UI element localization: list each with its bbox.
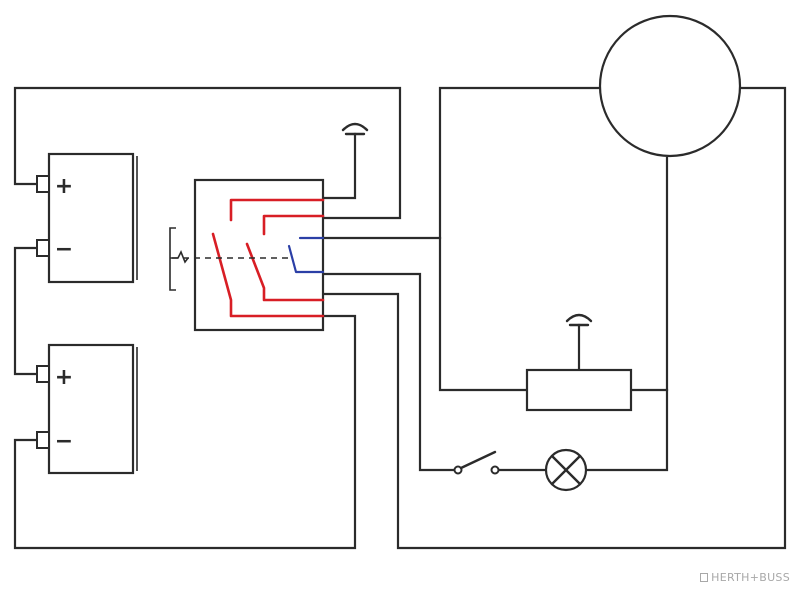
switch-contact-middle xyxy=(262,214,325,236)
battery-lower-minus-terminal xyxy=(36,431,50,449)
battery-upper: + − xyxy=(36,152,138,284)
battery-lower-plus-label: + xyxy=(55,365,73,390)
switch-actuator-bracket xyxy=(169,227,176,291)
wire-lower-battery-minus-to-switch xyxy=(13,314,357,550)
wire-upper-battery-plus-to-switch xyxy=(13,86,402,220)
brand-watermark-text: HERTH+BUSS xyxy=(711,571,790,584)
battery-lower: + − xyxy=(36,343,138,475)
ground-symbol-switch xyxy=(341,122,369,136)
changeover-switch xyxy=(172,178,325,332)
switch-contact-left-blade xyxy=(211,232,325,318)
switch-contact-secondary xyxy=(287,236,325,274)
switch-contact-right-blade xyxy=(245,242,325,302)
brand-watermark: HERTH+BUSS xyxy=(700,571,790,584)
wire-switch-to-relay xyxy=(321,86,787,550)
ground-symbol-relay xyxy=(565,313,593,327)
wire-relay-right-to-motor xyxy=(629,156,669,392)
switch-contact-upper xyxy=(229,198,325,222)
wire-switch-to-lamp-circuit xyxy=(321,272,457,472)
wire-switch-ground xyxy=(321,132,357,200)
battery-upper-plus-terminal xyxy=(36,175,50,193)
indicator-lamp xyxy=(544,448,588,492)
battery-lower-minus-label: − xyxy=(55,429,73,454)
battery-upper-plus-label: + xyxy=(55,174,73,199)
wire-to-relay-left xyxy=(438,236,529,392)
wire-lamp-to-motor xyxy=(586,388,669,472)
wire-battery-series-link xyxy=(13,246,40,376)
brand-logo-icon xyxy=(700,573,709,582)
battery-upper-minus-label: − xyxy=(55,237,73,262)
motor-symbol xyxy=(598,14,742,158)
battery-lower-plus-terminal xyxy=(36,365,50,383)
relay-coil xyxy=(525,368,633,412)
wire-switch-to-motor-top xyxy=(321,86,602,240)
switch-actuator-pivot xyxy=(170,250,189,264)
lamp-switch xyxy=(453,450,500,475)
battery-upper-minus-terminal xyxy=(36,239,50,257)
